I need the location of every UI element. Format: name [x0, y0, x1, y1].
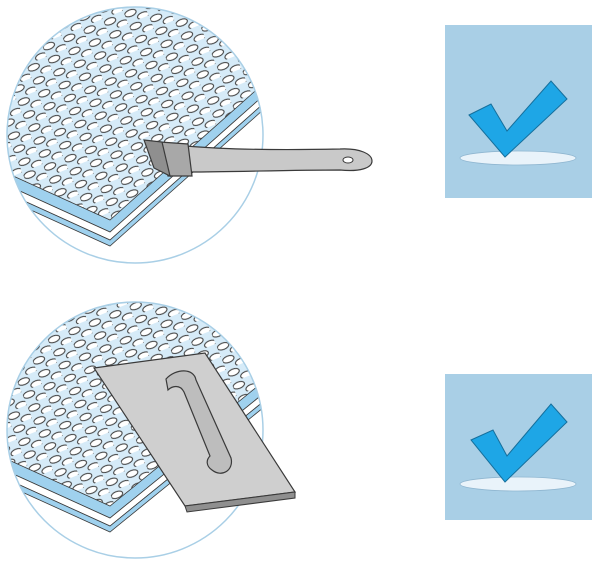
step-2-illustration — [6, 301, 297, 559]
detail-circle-2 — [6, 301, 264, 559]
step-1-brush — [0, 0, 594, 280]
check-icon — [459, 403, 577, 492]
step-1-illustration — [6, 6, 373, 264]
brush-icon — [143, 139, 373, 178]
detail-circle-1 — [6, 6, 264, 264]
step-2-trowel — [0, 280, 594, 561]
perforated-board-1 — [7, 7, 263, 247]
check-tile-1 — [445, 25, 592, 198]
trowel-icon — [92, 352, 297, 513]
check-icon — [459, 80, 577, 166]
check-tile-2 — [445, 374, 592, 520]
